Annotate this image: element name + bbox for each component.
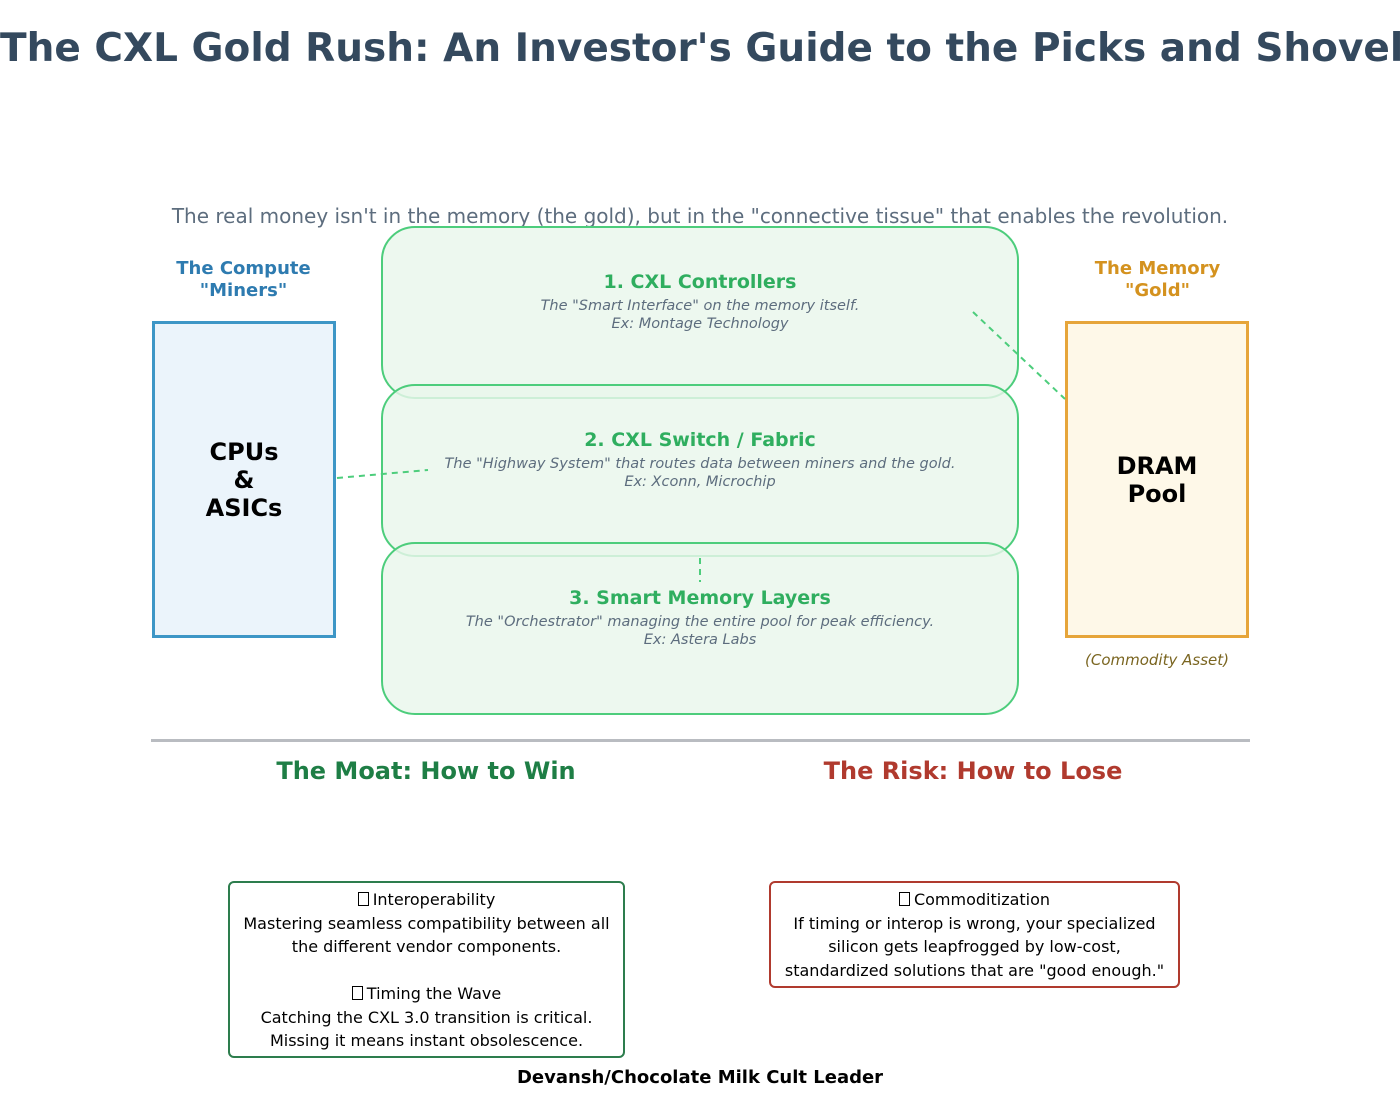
layer-desc-controllers: The "Smart Interface" on the memory itse… xyxy=(540,298,860,314)
risk-item-line: standardized solutions that are "good en… xyxy=(784,960,1165,980)
dram-pool-box: DRAM Pool xyxy=(1065,321,1249,638)
layer-box-switch-fabric xyxy=(381,384,1019,557)
moat-box: Interoperability Mastering seamless comp… xyxy=(228,881,625,1058)
moat-item-line: Catching the CXL 3.0 transition is criti… xyxy=(260,1007,593,1027)
missing-glyph-icon xyxy=(351,986,363,1000)
layer-title-smart-memory: 3. Smart Memory Layers xyxy=(569,587,831,609)
risk-item-line: If timing or interop is wrong, your spec… xyxy=(793,913,1156,933)
moat-heading: The Moat: How to Win xyxy=(276,757,576,785)
layer-example-controllers: Ex: Montage Technology xyxy=(611,316,789,332)
section-divider xyxy=(151,739,1250,742)
credit-line: Devansh/Chocolate Milk Cult Leader xyxy=(516,1067,884,1088)
moat-item-line: Missing it means instant obsolescence. xyxy=(269,1031,584,1050)
risk-heading: The Risk: How to Lose xyxy=(823,757,1123,785)
layer-title-controllers: 1. CXL Controllers xyxy=(603,271,797,293)
layer-desc-switch-fabric: The "Highway System" that routes data be… xyxy=(444,456,956,472)
moat-item-title: Timing the Wave xyxy=(230,982,623,1006)
layer-title-switch-fabric: 2. CXL Switch / Fabric xyxy=(584,429,816,451)
missing-glyph-icon xyxy=(357,892,369,906)
risk-box: Commoditization If timing or interop is … xyxy=(769,881,1180,988)
compute-label-line2: "Miners" xyxy=(199,280,288,301)
risk-item-line: silicon gets leapfrogged by low-cost, xyxy=(828,937,1121,956)
connector-controller-to-dram xyxy=(972,311,1066,400)
layer-example-switch-fabric: Ex: Xconn, Microchip xyxy=(624,474,776,490)
memory-label-line1: The Memory xyxy=(1094,258,1221,279)
memory-label: The Memory "Gold" xyxy=(1066,258,1249,302)
compute-label: The Compute "Miners" xyxy=(152,258,335,302)
page-subtitle: The real money isn't in the memory (the … xyxy=(171,204,1229,228)
compute-label-line1: The Compute xyxy=(176,258,311,279)
page-title: The CXL Gold Rush: An Investor's Guide t… xyxy=(0,26,1400,71)
moat-item-title: Interoperability xyxy=(230,888,623,912)
layer-box-controllers xyxy=(381,226,1019,399)
commodity-note: (Commodity Asset) xyxy=(1085,651,1229,669)
moat-item-line: Mastering seamless compatibility between… xyxy=(243,913,610,933)
cpu-asic-box: CPUs & ASICs xyxy=(152,321,336,638)
layer-example-smart-memory: Ex: Astera Labs xyxy=(643,632,757,648)
moat-item-line: the different vendor components. xyxy=(291,937,562,956)
layer-desc-smart-memory: The "Orchestrator" managing the entire p… xyxy=(465,614,935,630)
memory-label-line2: "Gold" xyxy=(1125,280,1190,301)
connector-cpu-to-switch xyxy=(336,469,429,479)
missing-glyph-icon xyxy=(898,892,910,906)
risk-item-title: Commoditization xyxy=(771,888,1178,912)
